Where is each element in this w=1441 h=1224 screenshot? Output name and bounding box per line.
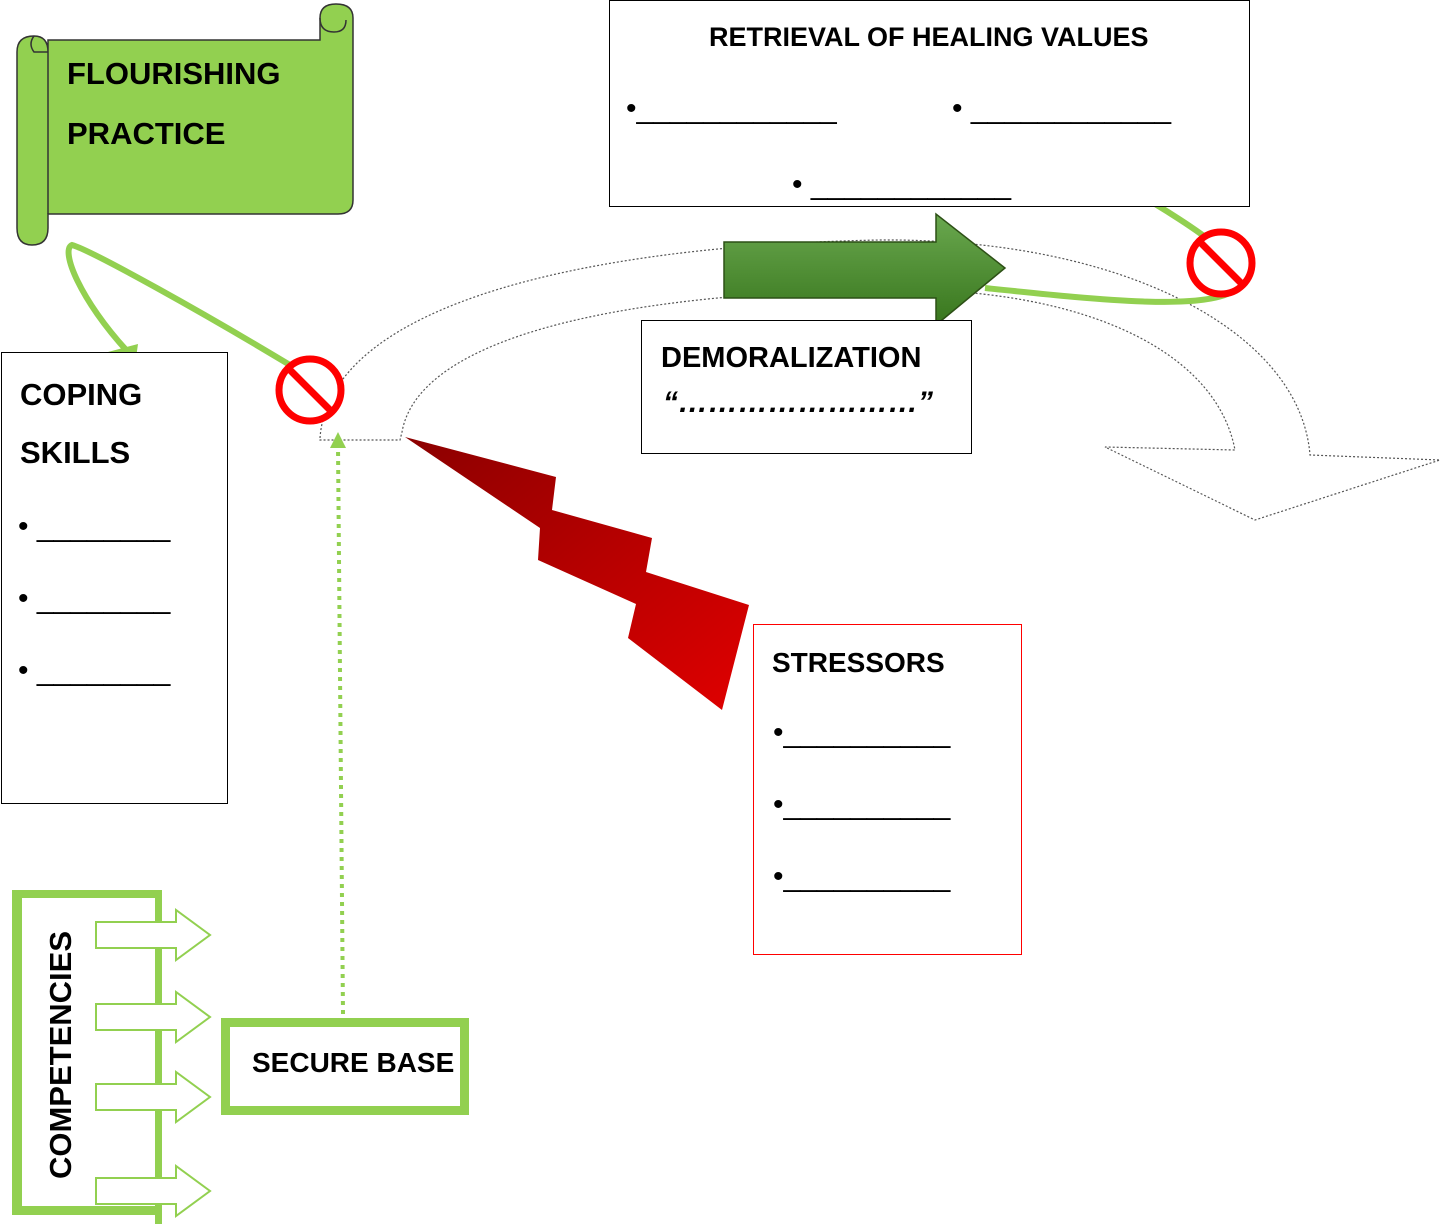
flourishing-label-2: PRACTICE <box>67 116 226 151</box>
competency-arrows <box>95 908 212 1218</box>
no-entry-icon <box>275 355 345 425</box>
retrieval-box <box>609 0 1250 207</box>
demoralization-box <box>641 320 972 454</box>
coping-blank-2: • ________ <box>18 582 171 615</box>
retrieval-blank-1: •____________ <box>626 92 837 125</box>
stressors-blank-1: •__________ <box>773 716 951 749</box>
secure-base-dotted-arrow <box>336 445 345 1015</box>
stressors-box <box>753 624 1022 955</box>
stressors-blank-2: •__________ <box>773 788 951 821</box>
retrieval-blank-3: • ____________ <box>792 168 1012 201</box>
secure-base-label: SECURE BASE <box>252 1047 455 1078</box>
retrieval-title: RETRIEVAL OF HEALING VALUES <box>709 22 1149 52</box>
retrieval-blank-2: • ____________ <box>952 92 1172 125</box>
lightning-bolt <box>405 437 749 710</box>
competencies-label: COMPETENCIES <box>43 930 78 1180</box>
scroll-shape <box>16 3 354 246</box>
stressors-title: STRESSORS <box>772 647 945 678</box>
green-connector-flourishing <box>65 241 320 385</box>
no-entry-icon <box>1186 228 1256 298</box>
demoralization-quote: “……………………” <box>663 386 933 419</box>
demoralization-title: DEMORALIZATION <box>661 342 922 374</box>
block-arrow <box>723 212 1007 327</box>
flourishing-label-1: FLOURISHING <box>67 56 281 91</box>
dotted-arrowhead <box>330 432 346 448</box>
coping-title-1: COPING <box>20 377 143 412</box>
stressors-blank-3: •__________ <box>773 860 951 893</box>
coping-blank-3: • ________ <box>18 654 171 687</box>
secure-base-box <box>221 1018 469 1115</box>
coping-box <box>1 352 228 804</box>
coping-title-2: SKILLS <box>20 435 131 470</box>
coping-blank-1: • ________ <box>18 510 171 543</box>
